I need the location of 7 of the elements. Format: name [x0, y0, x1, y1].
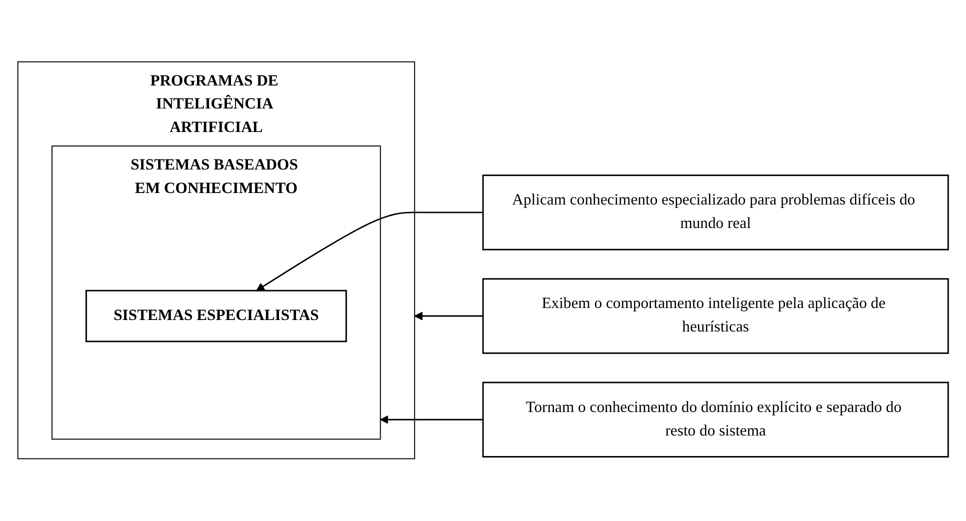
arrow: [414, 312, 483, 321]
arrow: [380, 416, 483, 424]
node-box: Exibem o comportamento inteligente pela aplicação de heurísticas: [482, 278, 949, 354]
node-box: SISTEMAS ESPECIALISTAS: [86, 290, 347, 342]
arrow: [256, 212, 483, 292]
node-box: Tornam o conhecimento do domínio explícito e separado do resto do sistema: [482, 382, 949, 458]
node-box: Aplicam conhecimento especializado para problemas difíceis do mundo real: [482, 174, 949, 251]
